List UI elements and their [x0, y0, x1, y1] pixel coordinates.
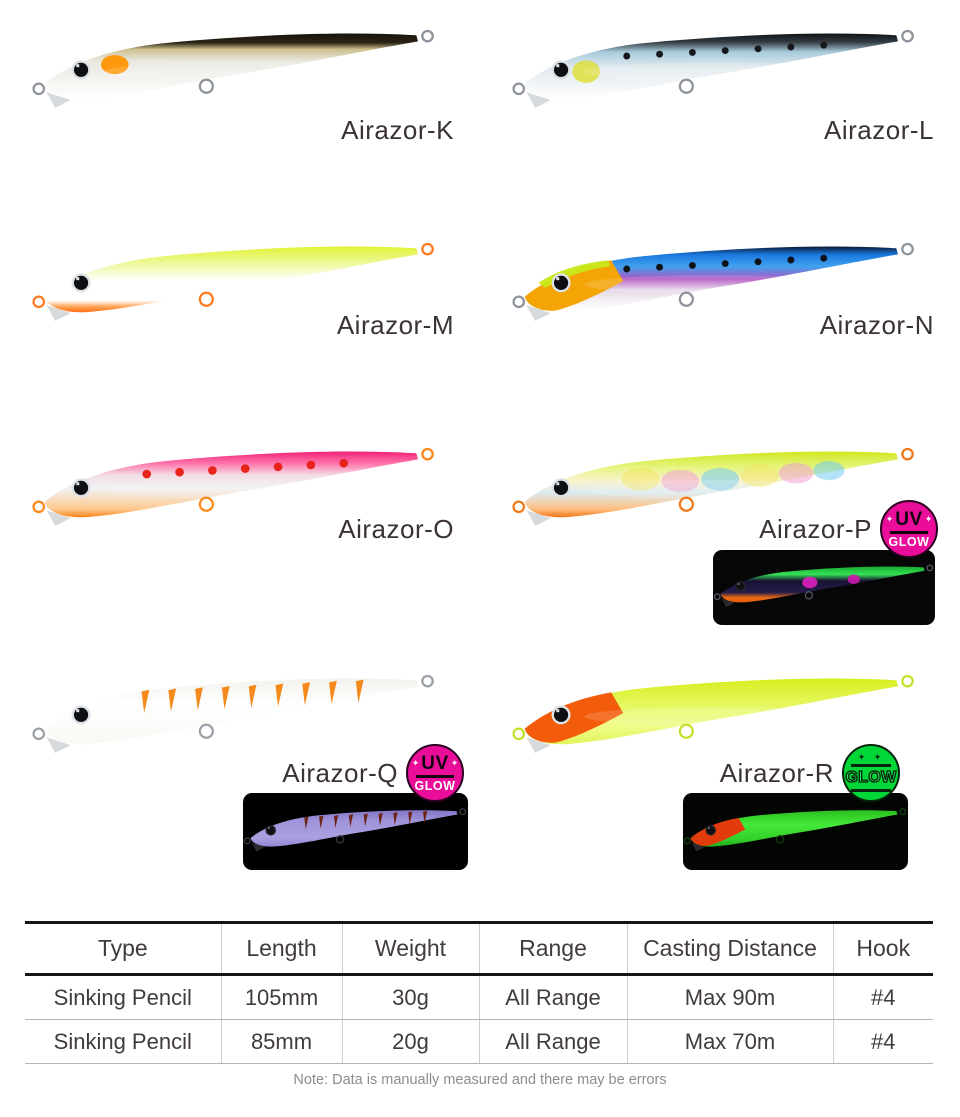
column-header-hook: Hook — [832, 921, 933, 976]
spec-cell: #4 — [832, 974, 933, 1020]
badge-glow-text: GLOW — [888, 534, 930, 549]
lure-image-airazor-o — [32, 447, 434, 526]
glow-inset-airazor-q — [243, 793, 468, 870]
glow-badge: ✦ ✦ GLOW — [842, 744, 900, 802]
badge-glow-text: GLOW — [414, 778, 456, 793]
badge-uv-text: UV — [895, 509, 923, 530]
lure-image-airazor-q — [32, 674, 434, 753]
spec-cell: Sinking Pencil — [25, 974, 221, 1020]
badge-divider — [416, 775, 454, 778]
lure-image-airazor-n — [512, 242, 914, 321]
lure-cell-airazor-n: Airazor-N — [480, 205, 960, 412]
lure-image-airazor-l — [512, 29, 914, 108]
column-header-weight: Weight — [341, 921, 479, 976]
lure-cell-airazor-r: Airazor-R ✦ ✦ GLOW — [480, 648, 960, 905]
glow-lure-image — [683, 808, 907, 852]
spec-cell: Sinking Pencil — [25, 1019, 221, 1064]
lure-cell-airazor-p: Airazor-P ✦UV✦ GLOW — [480, 412, 960, 648]
badge-divider — [851, 788, 891, 792]
lure-label: Airazor-R — [719, 757, 834, 788]
badge-divider — [851, 763, 891, 767]
sparkle-icon: ✦ — [450, 758, 459, 768]
sparkle-icon: ✦ — [924, 514, 933, 524]
spec-cell: #4 — [832, 1019, 933, 1064]
lure-image-airazor-m — [32, 242, 434, 321]
lure-image-airazor-p — [512, 447, 914, 526]
spec-cell: 105mm — [220, 974, 342, 1020]
lure-label: Airazor-P — [759, 513, 872, 544]
lure-image-airazor-r — [512, 674, 914, 753]
lure-label: Airazor-K — [341, 114, 454, 145]
badge-glow-text: GLOW — [845, 768, 897, 786]
badge-top-row: ✦UV✦ — [886, 510, 933, 529]
column-header-length: Length — [220, 921, 342, 976]
lure-label: Airazor-N — [819, 309, 934, 340]
lure-cell-airazor-l: Airazor-L — [480, 0, 960, 205]
lure-label: Airazor-M — [336, 309, 454, 340]
lure-cell-airazor-q: Airazor-Q ✦UV✦ GLOW — [0, 648, 480, 905]
lure-cell-airazor-k: Airazor-K — [0, 0, 480, 205]
glow-inset-airazor-r — [683, 793, 908, 870]
badge-divider — [890, 531, 928, 534]
lure-image-airazor-k — [32, 29, 434, 108]
spec-cell: 85mm — [220, 1019, 342, 1064]
spec-cell: Max 70m — [626, 1019, 833, 1064]
lure-label: Airazor-Q — [282, 757, 398, 788]
badge-uv-text: UV — [421, 753, 449, 774]
spec-cell: 30g — [341, 974, 479, 1020]
glow-lure-image — [243, 808, 467, 852]
spec-cell: Max 90m — [626, 974, 833, 1020]
spec-cell: 20g — [341, 1019, 479, 1064]
uv-glow-badge: ✦UV✦ GLOW — [880, 500, 938, 558]
sparkle-icon: ✦ — [885, 514, 894, 524]
column-header-type: Type — [25, 921, 221, 976]
lure-label: Airazor-O — [338, 513, 454, 544]
column-header-range: Range — [478, 921, 627, 976]
sparkle-icon: ✦ — [411, 758, 420, 768]
spec-cell: All Range — [478, 1019, 627, 1064]
note-text: Note: Data is manually measured and ther… — [293, 1072, 667, 1088]
glow-inset-airazor-p — [713, 550, 935, 625]
uv-glow-badge: ✦UV✦ GLOW — [406, 744, 464, 802]
lure-cell-airazor-o: Airazor-O — [0, 412, 480, 648]
spec-cell: All Range — [478, 974, 627, 1020]
glow-lure-image — [713, 564, 934, 608]
column-header-casting-distance: Casting Distance — [626, 921, 833, 976]
lure-label: Airazor-L — [824, 114, 934, 145]
sparkle-icon: ✦ ✦ — [857, 751, 885, 762]
lure-grid: Airazor-K Airazor-L Airazor-M Airazor-N Aira… — [0, 0, 960, 905]
lure-cell-airazor-m: Airazor-M — [0, 205, 480, 412]
badge-top-row: ✦UV✦ — [412, 754, 459, 773]
